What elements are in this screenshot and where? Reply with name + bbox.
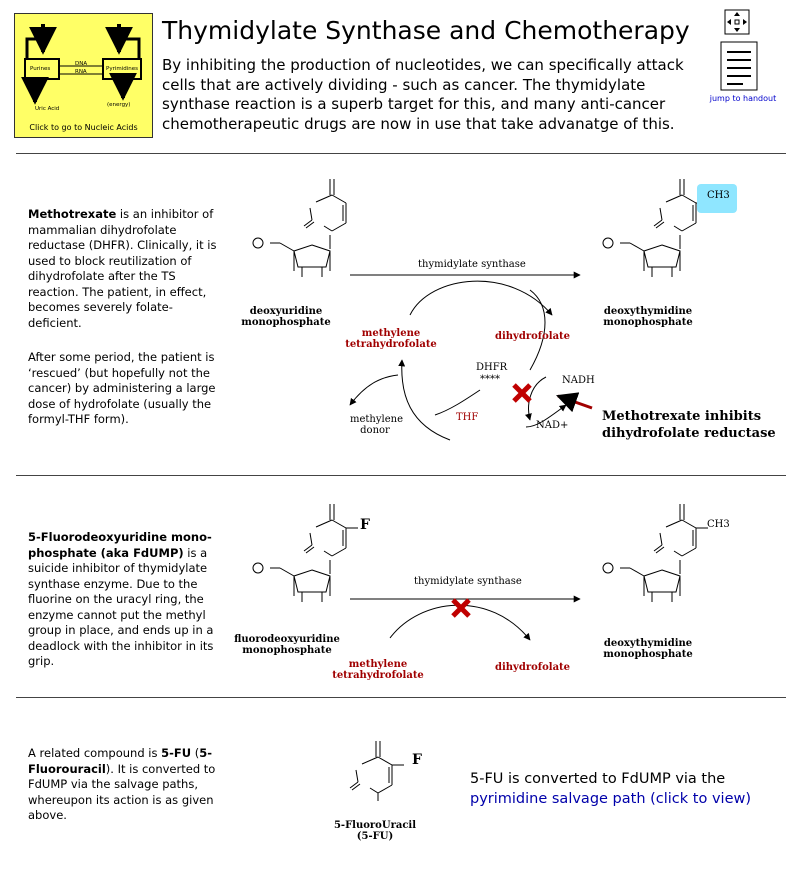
5fu-structure (349, 740, 404, 801)
dump-name-line1: deoxyuridine (249, 306, 323, 317)
divider (16, 697, 786, 698)
fluorine-label-2: F (412, 752, 422, 768)
methotrexate-inhibits-line2: dihydrofolate reductase (602, 426, 776, 441)
thf-label: THF (456, 412, 479, 423)
methotrexate-term: Methotrexate (28, 207, 117, 221)
fdump-description: 5-Fluorodeoxyuridine mono-phosphate (aka… (28, 530, 218, 670)
methylene-thf-2: methylene tetrahydrofolate (318, 659, 438, 681)
fdump-structure (252, 503, 358, 603)
dtmp-name-1-line2: monophosphate (603, 317, 693, 328)
fdump-name-line1: fluorodeoxyuridine (234, 634, 340, 645)
nadh-label: NADH (562, 375, 595, 386)
methylene-donor-line1: methylene (350, 414, 403, 425)
nucleic-acids-nav-box[interactable]: Purines Pyrimidines DNA RNA Uric Acid (e… (14, 13, 153, 138)
rescue-description: After some period, the patient is ‘rescu… (28, 350, 216, 426)
divider (16, 153, 786, 154)
methylene-donor-line2: donor (360, 425, 390, 436)
5-fluorouracil-term: 5-Fluorouracil (28, 746, 213, 776)
nav-dna-label: DNA (75, 61, 88, 67)
ts-enzyme-label-1: thymidylate synthase (418, 259, 526, 270)
intro-text: By inhibiting the production of nucleoti… (162, 56, 684, 133)
dihydrofolate-label-1: dihydrofolate (495, 331, 571, 342)
cofactor-arrow (409, 280, 553, 316)
dhfr-stars: **** (480, 374, 500, 385)
methylene-donor-label: methylene donor (350, 414, 403, 436)
methyl-label-2: CH3 (707, 519, 730, 530)
5fu-desc-mid: ( (191, 746, 200, 760)
fluorine-label: F (360, 517, 370, 533)
methylene-donor-arrow (349, 374, 399, 406)
ts-enzyme-label-2: thymidylate synthase (414, 576, 522, 587)
inhibit-arrow (556, 392, 593, 413)
nav-rna-label: RNA (75, 69, 87, 75)
5fu-name: 5-FluoroUracil (5-FU) (330, 820, 420, 842)
nav-purines-label: Purines (30, 66, 51, 72)
dtmp-name-2-line1: deoxythymidine (603, 638, 693, 649)
nav-uric-acid-label: Uric Acid (35, 106, 60, 112)
5fu-desc-pre: A related compound is (28, 746, 162, 760)
methotrexate-reaction-diagram (252, 178, 708, 441)
handout-icon (720, 9, 758, 91)
dtmp-structure (602, 178, 708, 278)
nav-pyrimidines-label: Pyrimidines (106, 66, 139, 72)
dtmp-name-2: deoxythymidine monophosphate (588, 638, 708, 660)
nadh-arrow (524, 376, 547, 421)
5fu-desc-rest: ). It is converted to FdUMP via the salv… (28, 761, 216, 823)
handout-label[interactable]: jump to handout (709, 94, 777, 103)
fdump-name: fluorodeoxyuridine monophosphate (222, 634, 352, 656)
5fu-conversion-note: 5-FU is converted to FdUMP via the pyrim… (470, 770, 751, 809)
pyrimidine-salvage-link[interactable]: pyrimidine salvage path (click to view) (470, 790, 752, 807)
thf-to-methylene-arrow (398, 359, 451, 441)
dtmp-name-1: deoxythymidine monophosphate (588, 306, 708, 328)
dtmp-structure-2 (602, 503, 708, 603)
handout-link[interactable] (713, 8, 773, 108)
dhfr-label: DHFR (476, 362, 508, 373)
fdump-text: is a suicide inhibitor of thymidylate sy… (28, 545, 214, 669)
nadp-label: NAD+ (536, 420, 569, 431)
ts-inhibition-x (451, 598, 471, 618)
fdump-term: 5-Fluorodeoxyuridine mono-phosphate (aka… (28, 530, 212, 560)
dihydrofolate-label-2: dihydrofolate (495, 662, 571, 673)
methylene-thf-1-line2: tetrahydrofolate (345, 339, 437, 350)
divider (16, 475, 786, 476)
methotrexate-inhibits-label: Methotrexate inhibits dihydrofolate redu… (602, 408, 776, 442)
dtmp-name-2-line2: monophosphate (603, 649, 693, 660)
methotrexate-description: Methotrexate is an inhibitor of mammalia… (28, 207, 218, 331)
5fu-term: 5-FU (161, 746, 192, 760)
5fu-name-line1: 5-FluoroUracil (333, 820, 417, 831)
methotrexate-inhibits-line1: Methotrexate inhibits (602, 409, 762, 424)
methylene-thf-1: methylene tetrahydrofolate (336, 328, 446, 350)
thf-return (434, 389, 481, 416)
methotrexate-text: is an inhibitor of mammalian dihydrofola… (28, 207, 217, 330)
fdump-name-line2: monophosphate (242, 645, 332, 656)
nav-energy-label: (energy) (107, 102, 131, 108)
5fu-name-line2: (5-FU) (356, 831, 394, 842)
dhfr-cycle-right (529, 289, 546, 371)
methylene-thf-1-line1: methylene (361, 328, 421, 339)
dump-structure (252, 178, 347, 278)
methylene-thf-2-line1: methylene (348, 659, 408, 670)
dtmp-name-1-line1: deoxythymidine (603, 306, 693, 317)
methyl-label-1: CH3 (707, 190, 730, 201)
dump-name: deoxyuridine monophosphate (226, 306, 346, 328)
dhfr-inhibition-x (512, 383, 532, 403)
nucleic-acids-diagram-icon (21, 24, 142, 105)
methylene-thf-2-line2: tetrahydrofolate (332, 670, 424, 681)
fdump-reaction-diagram (252, 503, 708, 641)
nav-link-label: Click to go to Nucleic Acids (29, 123, 138, 132)
dump-name-line2: monophosphate (241, 317, 331, 328)
5fu-description: A related compound is 5-FU (5-Fluorourac… (28, 746, 253, 824)
page-title: Thymidylate Synthase and Chemotherapy (162, 16, 690, 45)
methyl-highlight (697, 184, 737, 213)
5fu-conversion-text: 5-FU is converted to FdUMP via the (470, 771, 726, 787)
